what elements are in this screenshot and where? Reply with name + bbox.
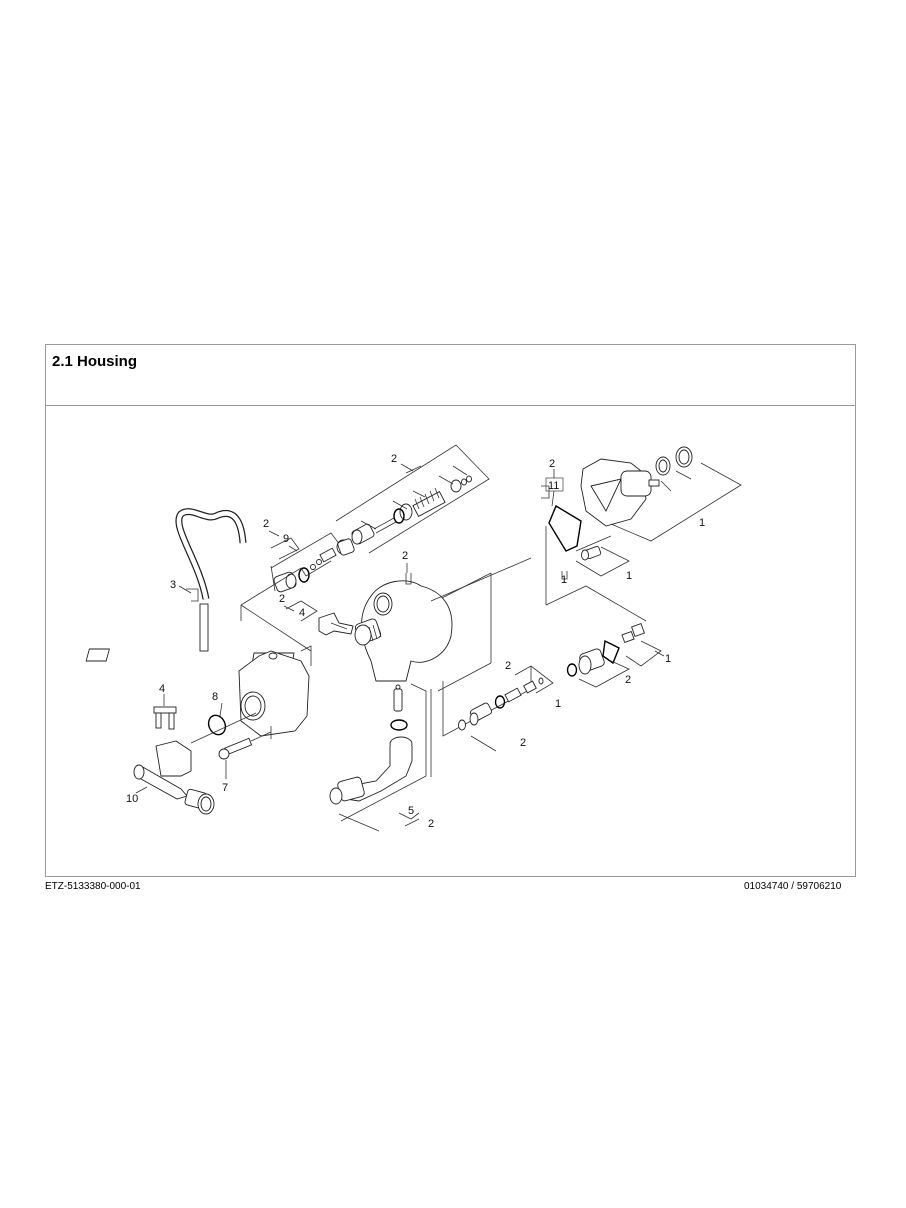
document-id: ETZ-5133380-000-01 <box>45 881 141 892</box>
callout-1: 1 <box>665 653 671 665</box>
exploded-parts-drawing: 2 2 9 3 2 4 2 2 11 1 1 1 1 2 2 1 2 4 8 7… <box>46 406 855 877</box>
spring-part <box>412 487 446 517</box>
callout-2: 2 <box>505 660 511 672</box>
callout-2: 2 <box>625 674 631 686</box>
callout-4: 4 <box>299 607 305 619</box>
callout-10: 10 <box>126 793 138 805</box>
seal-kit-group <box>430 485 647 622</box>
inlet-part <box>133 740 215 815</box>
clip-left-part <box>153 706 177 730</box>
clip-part <box>285 600 354 636</box>
callout-9: 9 <box>283 533 289 545</box>
callout-11: 11 <box>548 480 559 492</box>
callout-2: 2 <box>520 737 526 749</box>
callout-2: 2 <box>279 593 285 605</box>
callout-3: 3 <box>170 579 176 591</box>
hose-part <box>175 508 247 652</box>
right-valve-group <box>566 623 665 688</box>
callout-1: 1 <box>699 517 705 529</box>
section-header: 2.1 Housing <box>46 345 855 406</box>
outlet-elbow-part <box>329 683 432 832</box>
callout-7: 7 <box>222 782 228 794</box>
screw-part <box>218 731 272 760</box>
callout-2: 2 <box>402 550 408 562</box>
mid-valve-group <box>442 665 554 752</box>
valve-set-group <box>240 532 355 652</box>
callout-2: 2 <box>428 818 434 830</box>
callout-5: 5 <box>408 805 414 817</box>
callout-4: 4 <box>159 683 165 695</box>
cylinder-housing <box>85 605 312 739</box>
diagram-frame: 2.1 Housing <box>45 344 856 877</box>
callout-1: 1 <box>561 574 567 586</box>
callout-1: 1 <box>555 698 561 710</box>
callout-2: 2 <box>549 458 555 470</box>
part-numbers: 01034740 / 59706210 <box>744 881 842 892</box>
callout-2: 2 <box>263 518 269 530</box>
callout-2: 2 <box>391 453 397 465</box>
pump-head-part <box>575 446 742 577</box>
o-ring-8 <box>207 714 227 736</box>
valve-assembly-group <box>335 444 490 554</box>
callout-1: 1 <box>626 570 632 582</box>
section-title: 2.1 Housing <box>52 353 138 370</box>
callout-8: 8 <box>212 691 218 703</box>
